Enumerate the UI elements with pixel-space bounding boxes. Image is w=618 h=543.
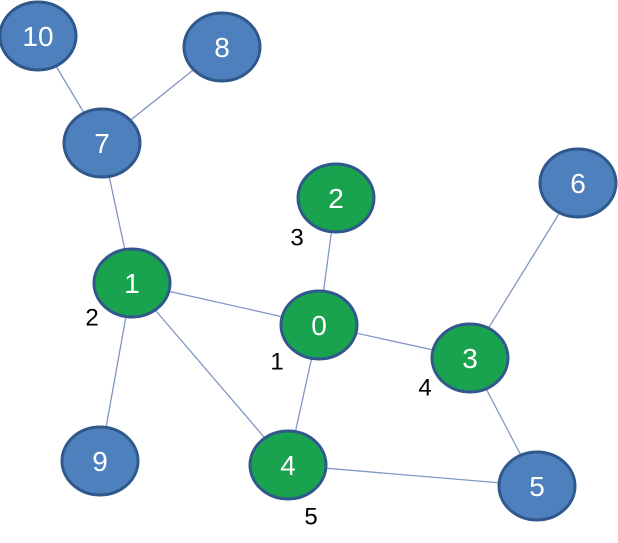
node-label-0: 0 [311,310,327,341]
graph-node-9[interactable]: 9 [60,425,140,497]
graph-node-2[interactable]: 2 [296,162,376,234]
node-annotation-4: 5 [304,503,317,530]
node-label-5: 5 [529,471,545,502]
node-circle-8[interactable] [182,11,262,83]
node-circle-1[interactable] [92,247,172,319]
node-label-7: 7 [94,128,110,159]
graph-node-0[interactable]: 0 [279,289,359,361]
node-annotation-1: 2 [85,304,98,331]
graph-node-8[interactable]: 8 [182,11,262,83]
graph-node-4[interactable]: 4 [248,429,328,501]
node-circle-2[interactable] [296,162,376,234]
graph-node-10[interactable]: 10 [0,0,78,72]
graph-node-5[interactable]: 5 [497,450,577,522]
node-label-8: 8 [214,32,230,63]
node-label-10: 10 [22,21,53,52]
node-label-3: 3 [462,343,478,374]
node-circle-0[interactable] [279,289,359,361]
node-circle-9[interactable] [60,425,140,497]
node-label-2: 2 [328,183,344,214]
node-circle-6[interactable] [538,147,618,219]
node-circle-5[interactable] [497,450,577,522]
graph-node-7[interactable]: 7 [62,107,142,179]
node-label-9: 9 [92,446,108,477]
node-annotation-3: 4 [418,374,431,401]
node-circle-4[interactable] [248,429,328,501]
graph-edge-4-5 [287,464,538,487]
node-circle-3[interactable] [430,322,510,394]
node-label-1: 1 [124,268,140,299]
node-label-6: 6 [570,168,586,199]
graph-node-6[interactable]: 6 [538,147,618,219]
node-annotation-0: 1 [270,348,283,375]
graph-edge-1-4 [131,282,289,466]
node-annotation-2: 3 [290,224,303,251]
node-circle-10[interactable] [0,0,78,72]
node-label-4: 4 [280,450,296,481]
graph-node-3[interactable]: 3 [430,322,510,394]
graph-node-1[interactable]: 1 [92,247,172,319]
node-circle-7[interactable] [62,107,142,179]
